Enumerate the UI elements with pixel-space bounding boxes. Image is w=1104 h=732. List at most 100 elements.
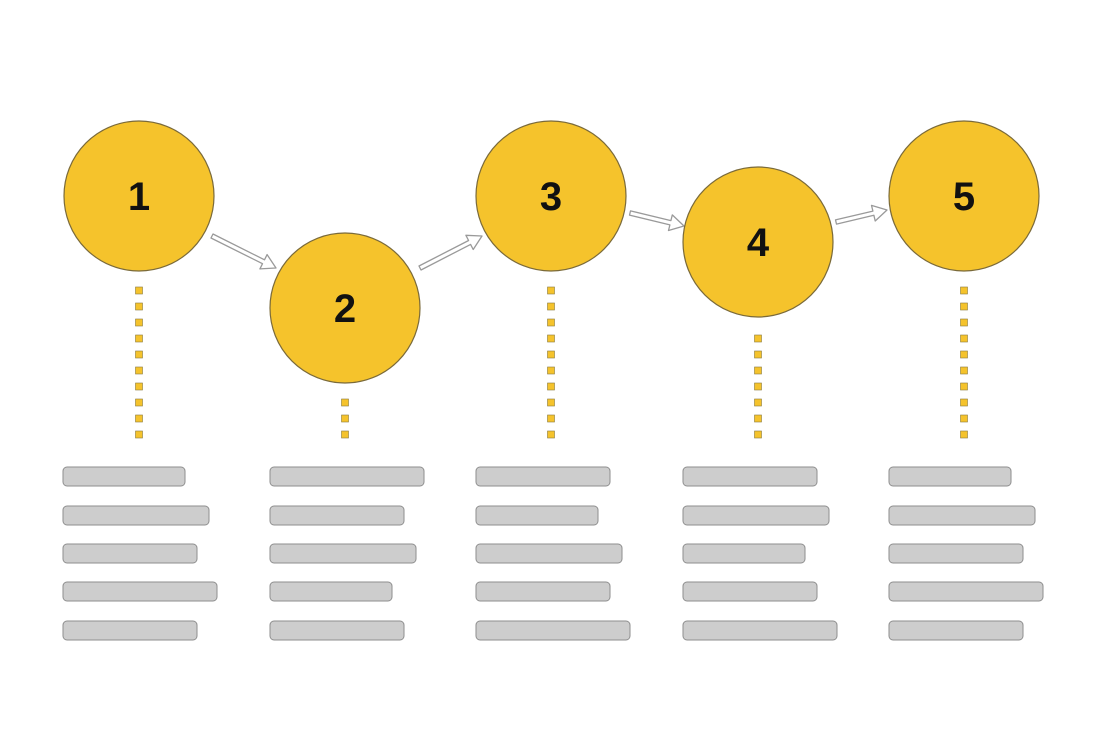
connector-dot: [547, 350, 555, 359]
step-4: 4: [682, 166, 838, 641]
step-1-text-placeholder: [62, 466, 218, 641]
connector-dot: [754, 414, 762, 423]
connector-dot: [341, 398, 349, 407]
step-4-text-placeholder: [682, 466, 838, 641]
connector-dot: [960, 430, 968, 439]
connector-dot: [341, 414, 349, 423]
connector-dot: [135, 398, 143, 407]
arrow-2-to-3: [418, 234, 483, 271]
connector-dot: [547, 398, 555, 407]
placeholder-text-line: [62, 620, 198, 641]
connector-dot: [547, 414, 555, 423]
step-3-circle: [475, 120, 627, 272]
step-4-number: 4: [747, 221, 770, 265]
arrow-3-to-4: [628, 210, 685, 232]
connector-dot: [547, 334, 555, 343]
connector-dot: [135, 334, 143, 343]
placeholder-text-line: [475, 581, 611, 602]
connector-dot: [547, 366, 555, 375]
connector-dot: [135, 318, 143, 327]
placeholder-text-line: [475, 505, 599, 526]
placeholder-text-line: [888, 620, 1024, 641]
arrow-shape: [628, 210, 685, 232]
step-5-text-placeholder: [888, 466, 1044, 641]
connector-dot: [547, 430, 555, 439]
placeholder-text-line: [888, 505, 1036, 526]
placeholder-text-line: [269, 620, 405, 641]
step-1-circle: [63, 120, 215, 272]
connector-dot: [341, 430, 349, 439]
connector-dot: [960, 382, 968, 391]
connector-dot: [754, 366, 762, 375]
step-2-number: 2: [334, 287, 356, 331]
connector-dot: [135, 286, 143, 295]
placeholder-text-line: [888, 581, 1044, 602]
step-4-connector: [754, 334, 762, 439]
connector-dot: [135, 302, 143, 311]
connector-dot: [135, 366, 143, 375]
placeholder-text-line: [475, 543, 623, 564]
step-2-text-placeholder: [269, 466, 425, 641]
arrow-4-to-5: [834, 204, 888, 225]
step-1-connector: [135, 286, 143, 439]
arrow-1-to-2: [210, 233, 277, 270]
step-4-circle: [682, 166, 834, 318]
step-5: 5: [888, 120, 1044, 641]
connector-dot: [547, 382, 555, 391]
placeholder-text-line: [62, 505, 210, 526]
connector-dot: [754, 334, 762, 343]
placeholder-text-line: [682, 543, 806, 564]
connector-dot: [960, 302, 968, 311]
step-3-text-placeholder: [475, 466, 631, 641]
connector-dot: [547, 286, 555, 295]
placeholder-text-line: [62, 581, 218, 602]
connector-dot: [135, 430, 143, 439]
step-2-circle: [269, 232, 421, 384]
connector-dot: [960, 366, 968, 375]
connector-dot: [135, 414, 143, 423]
arrow-shape: [210, 233, 277, 270]
placeholder-text-line: [269, 466, 425, 487]
step-5-number: 5: [953, 175, 975, 219]
arrow-shape: [418, 234, 483, 271]
step-3-number: 3: [540, 175, 562, 219]
connector-dot: [960, 318, 968, 327]
connector-dot: [960, 350, 968, 359]
connector-dot: [135, 382, 143, 391]
placeholder-text-line: [888, 466, 1012, 487]
connector-dot: [960, 414, 968, 423]
step-5-circle: [888, 120, 1040, 272]
connector-dot: [135, 350, 143, 359]
placeholder-text-line: [475, 620, 631, 641]
connector-dot: [960, 286, 968, 295]
placeholder-text-line: [682, 581, 818, 602]
connector-dot: [960, 334, 968, 343]
connector-dot: [960, 398, 968, 407]
step-2: 2: [269, 232, 425, 641]
placeholder-text-line: [62, 543, 198, 564]
placeholder-text-line: [269, 505, 405, 526]
placeholder-text-line: [475, 466, 611, 487]
placeholder-text-line: [269, 543, 417, 564]
step-5-connector: [960, 286, 968, 439]
step-3-connector: [547, 286, 555, 439]
placeholder-text-line: [682, 620, 838, 641]
placeholder-text-line: [269, 581, 393, 602]
step-2-connector: [341, 398, 349, 439]
step-1: 1: [62, 120, 218, 641]
connector-dot: [547, 318, 555, 327]
connector-dot: [754, 350, 762, 359]
connector-dot: [754, 398, 762, 407]
connector-dot: [754, 382, 762, 391]
placeholder-text-line: [682, 505, 830, 526]
step-1-number: 1: [128, 175, 150, 219]
step-3: 3: [475, 120, 631, 641]
arrow-shape: [834, 204, 888, 225]
placeholder-text-line: [888, 543, 1024, 564]
placeholder-text-line: [62, 466, 186, 487]
connector-dot: [547, 302, 555, 311]
connector-dot: [754, 430, 762, 439]
placeholder-text-line: [682, 466, 818, 487]
